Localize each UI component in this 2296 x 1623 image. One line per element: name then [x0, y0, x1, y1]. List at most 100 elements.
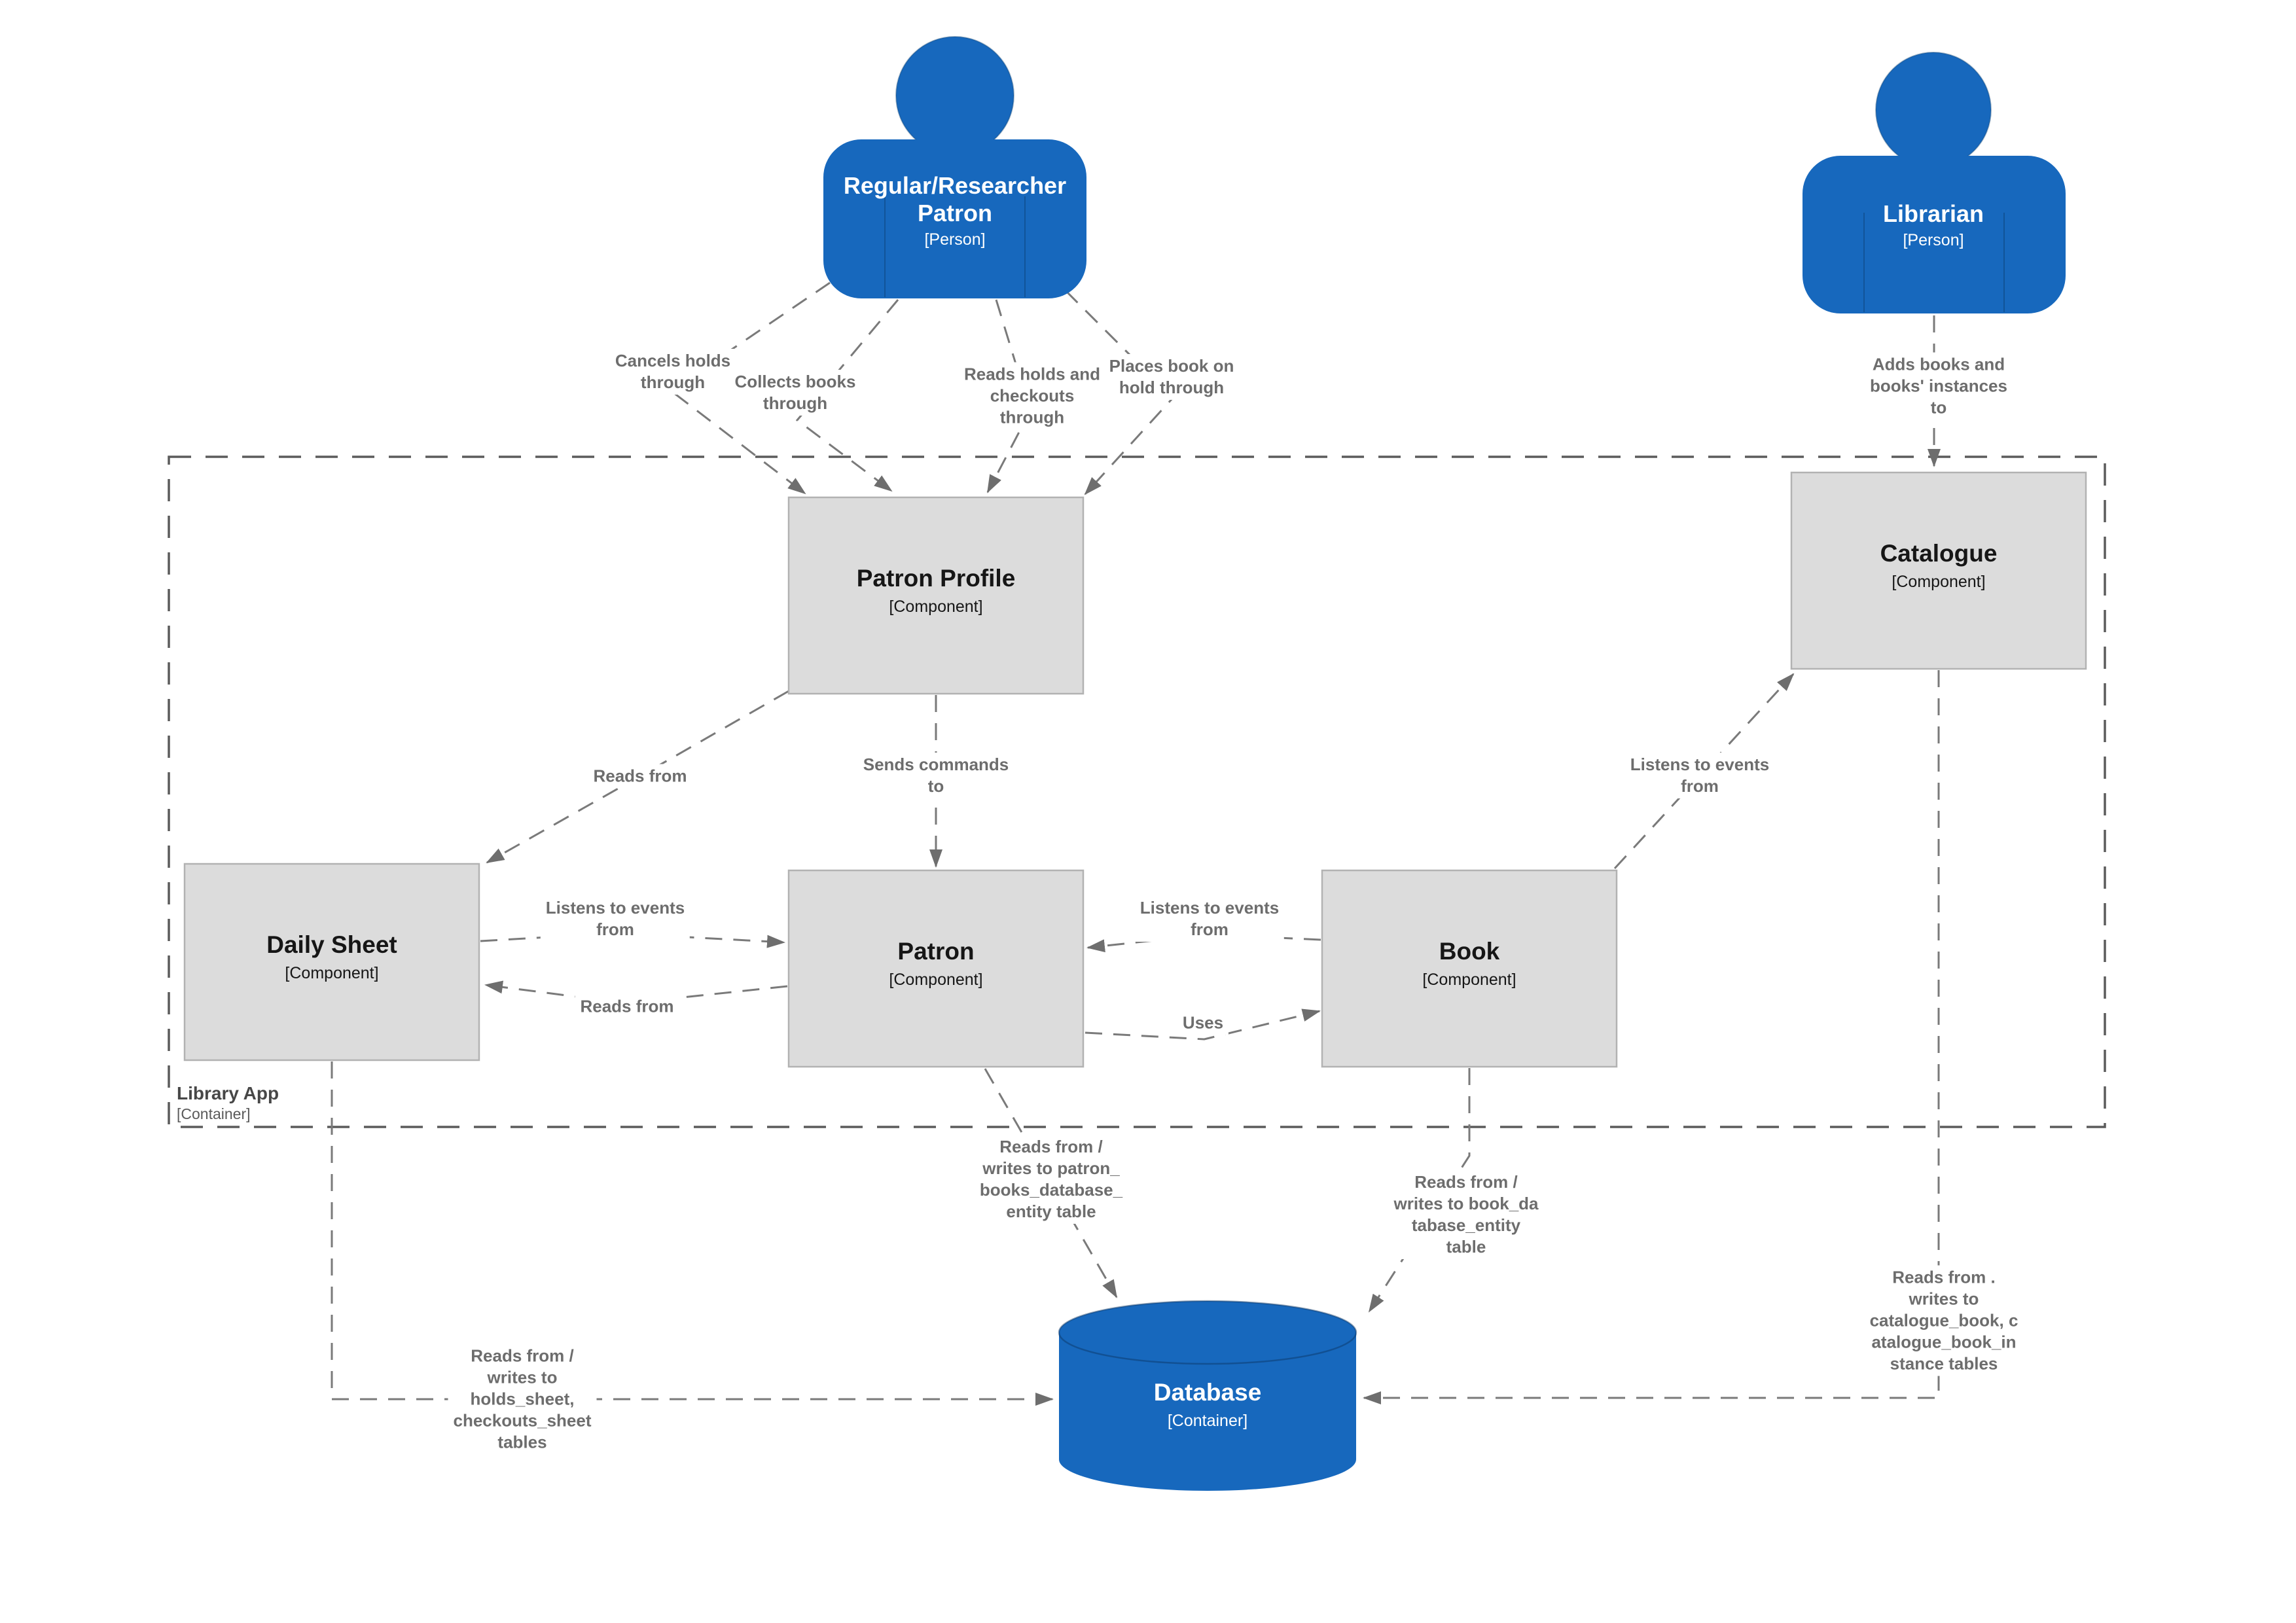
edge-label-reads-holds: Reads holds and checkouts through	[958, 362, 1106, 430]
label-regular-researcher-patron: Regular/Researcher Patron [Person]	[844, 172, 1066, 249]
library-app-boundary	[168, 455, 2106, 1128]
boundary-title: Library App	[177, 1083, 279, 1103]
person-name-line2: Patron	[917, 200, 993, 226]
database-top	[1058, 1300, 1357, 1365]
edge-label-cancels-holds: Cancels holds through	[609, 349, 736, 395]
edge-label-uses: Uses	[1177, 1010, 1229, 1035]
component-book[interactable]	[1321, 869, 1618, 1068]
edge-label-line: from	[1681, 776, 1719, 796]
edge-label-line: from	[1191, 919, 1229, 939]
edge-label-daily-sheet-database: Reads from / writes to holds_sheet, chec…	[448, 1344, 597, 1455]
person-head	[1875, 52, 1992, 168]
edge-label-line: Reads from /	[999, 1137, 1103, 1156]
component-meta: [Component]	[285, 964, 379, 982]
edge-label-line: Collects books	[734, 372, 856, 391]
edge-label-line: holds_sheet,	[470, 1389, 575, 1409]
person-body	[1803, 156, 2066, 313]
edge-label-line: Sends commands	[863, 755, 1009, 774]
edge-label-line: entity table	[1006, 1202, 1096, 1221]
label-daily-sheet: Daily Sheet [Component]	[266, 931, 397, 983]
edge-label-line: checkouts	[990, 385, 1075, 406]
component-title: Catalogue	[1880, 540, 1998, 567]
edge-label-line: writes to book_da	[1393, 1194, 1539, 1213]
edge-catalogue-database	[1363, 670, 1940, 1404]
label-patron: Patron [Component]	[889, 937, 982, 990]
edge-daily-sheet-database	[331, 1061, 1054, 1406]
edge-label-book-listens-catalogue: Listens to events from	[1624, 753, 1775, 798]
edge-label-line: Adds books and	[1872, 354, 2005, 374]
label-patron-profile: Patron Profile [Component]	[857, 564, 1016, 616]
person-head	[895, 36, 1014, 155]
edge-label-line: writes to patron_	[982, 1158, 1120, 1178]
edge-label-places-hold: Places book on hold through	[1103, 354, 1240, 400]
person-meta: [Person]	[1903, 231, 1964, 249]
edge-label-patron-profile-reads: Reads from	[588, 764, 692, 789]
component-title: Daily Sheet	[266, 931, 397, 958]
edge-label-line: Listens to events	[545, 898, 685, 918]
edge-patron-reads-daily-sheet	[484, 980, 788, 1005]
edge-label-line: tabase_entity	[1411, 1215, 1521, 1235]
boundary-meta: [Container]	[177, 1105, 251, 1122]
component-meta: [Component]	[1892, 573, 1986, 591]
database-meta: [Container]	[1167, 1412, 1248, 1430]
database-cylinder[interactable]	[1058, 1300, 1357, 1491]
edge-label-daily-sheet-listens: Listens to events from	[540, 896, 691, 942]
edge-label-line: through	[999, 407, 1065, 427]
edge-label-line: from	[596, 919, 634, 939]
person-regular-researcher-patron[interactable]	[823, 36, 1086, 298]
person-meta: [Person]	[924, 230, 986, 249]
edge-label-line: atalogue_book_in	[1871, 1332, 2017, 1352]
edge-label-catalogue-database: Reads from . writes to catalogue_book, c…	[1864, 1265, 2024, 1376]
person-body	[823, 139, 1086, 298]
edge-label-book-database: Reads from / writes to book_da tabase_en…	[1388, 1170, 1544, 1259]
component-title: Book	[1439, 938, 1500, 965]
edge-label-book-listens-patron: Listens to events from	[1134, 896, 1285, 942]
edge-label-sends-commands: Sends commands to	[857, 753, 1014, 798]
edge-label-line: to	[927, 776, 944, 796]
edge-label-line: Reads holds and	[963, 364, 1101, 384]
edge-label-line: catalogue_book, c	[1869, 1310, 2018, 1330]
edge-book-listens-catalogue	[1613, 673, 1795, 870]
edge-label-line: writes to	[1909, 1289, 1979, 1309]
edge-label-line: Reads from .	[1892, 1267, 1996, 1287]
component-meta: [Component]	[1422, 971, 1516, 989]
edge-label-line: Cancels holds	[615, 351, 731, 370]
component-catalogue[interactable]	[1790, 471, 2087, 670]
label-librarian: Librarian [Person]	[1883, 200, 1984, 250]
component-title: Patron Profile	[856, 565, 1016, 592]
edge-label-patron-database: Reads from / writes to patron_ books_dat…	[974, 1135, 1128, 1224]
label-database: Database [Container]	[1154, 1378, 1262, 1431]
edge-book-database	[1368, 1068, 1471, 1313]
edge-label-collects-books: Collects books through	[729, 370, 861, 416]
person-librarian[interactable]	[1803, 52, 2066, 313]
edge-label-line: Places book on	[1109, 356, 1234, 376]
edge-cancels-holds	[669, 281, 831, 495]
edge-label-line: Listens to events	[1139, 898, 1280, 918]
edge-label-line: through	[762, 393, 828, 413]
person-arms	[884, 196, 1026, 297]
person-name-line1: Regular/Researcher	[843, 172, 1067, 199]
edge-label-line: books_database_	[979, 1180, 1123, 1200]
edge-label-line: writes to	[487, 1367, 558, 1387]
label-catalogue: Catalogue [Component]	[1880, 539, 1998, 592]
edge-label-line: Reads from /	[471, 1346, 574, 1366]
component-patron[interactable]	[787, 869, 1085, 1068]
component-daily-sheet[interactable]	[183, 863, 480, 1061]
edge-label-line: Reads from	[593, 766, 687, 786]
component-patron-profile[interactable]	[787, 496, 1085, 695]
edge-label-line: Uses	[1182, 1012, 1224, 1033]
edge-label-line: table	[1446, 1237, 1486, 1257]
label-library-app-boundary: Library App [Container]	[177, 1082, 279, 1123]
component-meta: [Component]	[889, 971, 983, 989]
edge-label-adds-books: Adds books and books' instances to	[1865, 352, 2013, 420]
edge-label-line: stance tables	[1890, 1353, 1998, 1374]
edge-collects-books	[795, 299, 899, 492]
edge-label-line: tables	[497, 1432, 547, 1452]
edge-label-line: to	[1930, 397, 1947, 418]
component-meta: [Component]	[889, 597, 983, 616]
edge-label-line: Listens to events	[1630, 755, 1770, 774]
person-name-line1: Librarian	[1882, 200, 1984, 227]
edge-label-patron-reads: Reads from	[575, 994, 679, 1019]
